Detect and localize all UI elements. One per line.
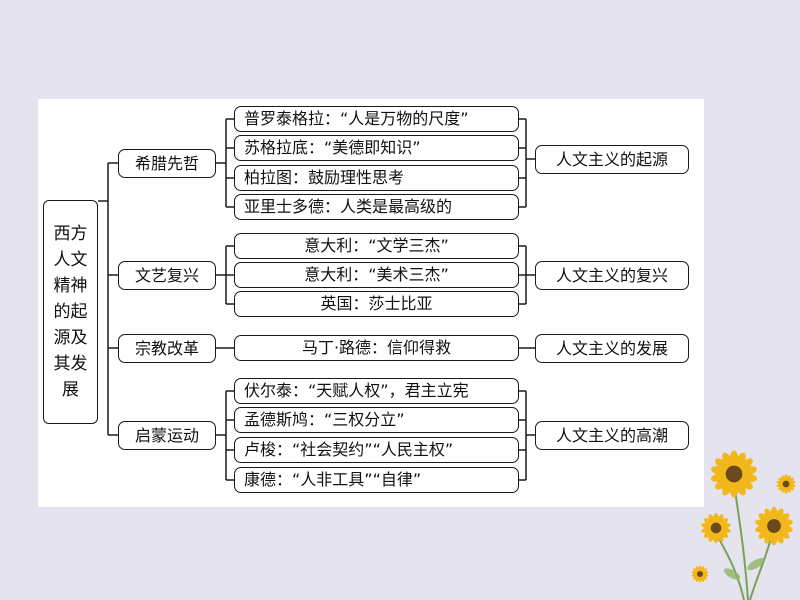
item-node: 孟德斯鸠：“三权分立”: [234, 407, 519, 433]
sunflower-icon: [755, 506, 793, 546]
item-node: 苏格拉底：“美德即知识”: [234, 135, 519, 161]
branch-node-reformation: 宗教改革: [118, 334, 216, 363]
root-line: 西方: [53, 224, 88, 244]
branch-node-enlightenment: 启蒙运动: [118, 421, 216, 450]
root-node: 西方 人文 精神 的起 源及 其发 展: [43, 200, 98, 424]
sunflower-icon: [691, 565, 709, 583]
branch-node-greek: 希腊先哲: [118, 149, 216, 178]
root-line: 精神: [53, 276, 88, 296]
item-node: 伏尔泰：“天赋人权”，君主立宪: [234, 378, 519, 404]
stem-icon: [715, 481, 773, 600]
root-line: 人文: [53, 250, 88, 270]
sunflower-decoration-icon: [691, 450, 796, 600]
sunflower-icon: [776, 474, 796, 494]
root-line: 其发: [53, 354, 88, 374]
item-node: 意大利：“美术三杰”: [234, 262, 519, 288]
root-line: 展: [62, 380, 79, 400]
connector-lines: [98, 118, 535, 481]
mind-map-panel: 西方 人文 精神 的起 源及 其发 展 希腊先哲 普罗泰格拉：“人是万物的尺度”…: [38, 99, 704, 507]
result-node-development: 人文主义的发展: [535, 334, 689, 363]
item-node: 英国：莎士比亚: [234, 291, 519, 317]
root-line: 的起: [53, 302, 88, 322]
item-node: 普罗泰格拉：“人是万物的尺度”: [234, 106, 519, 132]
result-node-origin: 人文主义的起源: [535, 145, 689, 174]
leaf-icon: [723, 557, 765, 580]
result-node-climax: 人文主义的高潮: [535, 421, 689, 450]
root-line: 源及: [53, 328, 88, 348]
sunflower-icon: [701, 513, 731, 543]
item-node: 康德：“人非工具”“自律”: [234, 467, 519, 493]
item-node: 意大利：“文学三杰”: [234, 233, 519, 259]
item-node: 马丁·路德：信仰得救: [234, 335, 519, 361]
item-node: 亚里士多德：人类是最高级的: [234, 194, 519, 220]
item-node: 卢梭：“社会契约”“人民主权”: [234, 437, 519, 463]
result-node-revival: 人文主义的复兴: [535, 261, 689, 290]
sunflower-icon: [711, 450, 757, 498]
item-node: 柏拉图：鼓励理性思考: [234, 165, 519, 191]
branch-node-renaissance: 文艺复兴: [118, 261, 216, 290]
